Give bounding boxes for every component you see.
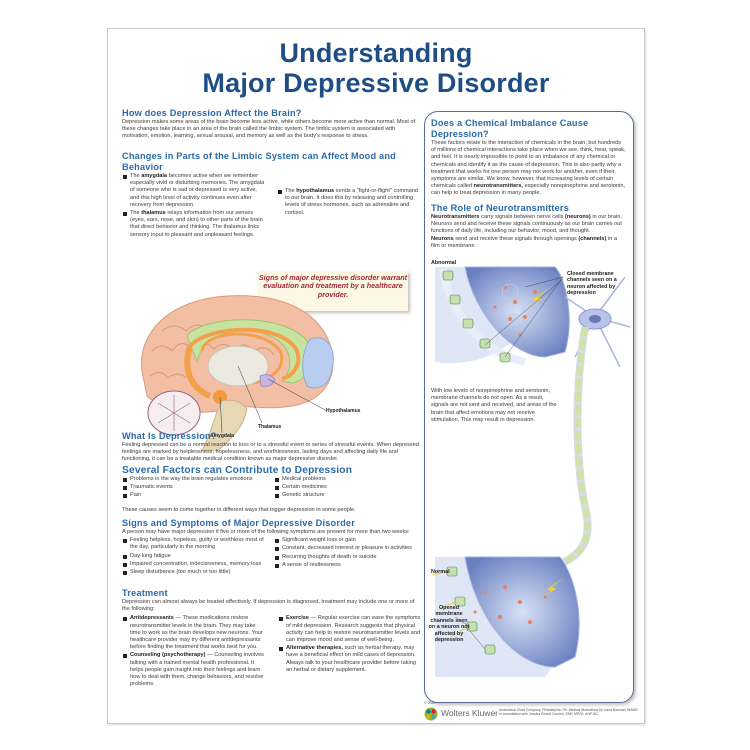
what-is-body: Feeling depressed can be a normal reacti… — [122, 442, 419, 463]
neurotransmitter-heading: The Role of Neurotransmitters — [431, 202, 570, 213]
factor-item: Pain — [122, 492, 270, 499]
brain-effect-body: Depression makes some areas of the brain… — [122, 119, 416, 140]
symptom-item: Constant, decreased interest or pleasure… — [274, 545, 422, 552]
neuron-illustration: Abnormal Closed membrane channels seen o… — [425, 257, 633, 697]
chemical-body: These factors relate to the interaction … — [431, 140, 626, 197]
credits: Anatomical Chart Company, Philadelphia, … — [499, 708, 639, 717]
treatment-section: Treatment Depression can almost always b… — [122, 588, 422, 689]
factor-item: Genetic structure — [274, 492, 422, 499]
treatment-intro: Depression can almost always be treated … — [122, 599, 415, 613]
symptoms-section: Signs and Symptoms of Major Depressive D… — [122, 518, 422, 577]
neurotransmitter-p2: Neurons send and receive these signals t… — [431, 236, 617, 250]
neurotransmitter-panel: Does a Chemical Imbalance Cause Depressi… — [424, 111, 634, 703]
copyright: © 2019 — [424, 701, 436, 705]
factors-list-right: Medical problems Certain medicines Genet… — [274, 476, 422, 501]
symptoms-list-left: Feeling helpless, hopeless, guilty or wo… — [122, 537, 270, 577]
symptom-item: Feeling helpless, hopeless, guilty or wo… — [122, 537, 270, 551]
symptom-item: Recurring thoughts of death or suicide — [274, 554, 422, 561]
factor-item: Certain medicines — [274, 484, 422, 491]
footer: © 2019 Wolters Kluwer Anatomical Chart C… — [424, 701, 639, 721]
brain-effect-section: How does Depression Affect the Brain? De… — [122, 108, 422, 141]
factor-item: Medical problems — [274, 476, 422, 483]
treatment-list-left: Antidepressants — These medications rest… — [122, 615, 266, 689]
factor-item: Problems in the way the brain regulates … — [122, 476, 270, 483]
limbic-section: Changes in Parts of the Limbic System ca… — [122, 151, 422, 240]
treatment-list-right: Exercise — Regular exercise can ease the… — [278, 615, 422, 689]
limbic-item-amygdala: The amygdala becomes active when we reme… — [122, 173, 267, 209]
brain-sagittal-image — [141, 295, 334, 452]
what-is-section: What Is Depression? Feeling depressed ca… — [122, 431, 422, 464]
label-closed-channels: Closed membrane channels seen on a neuro… — [567, 271, 617, 297]
symptom-item: Impaired concentration, indecisiveness, … — [122, 561, 270, 568]
label-abnormal: Abnormal — [431, 260, 457, 266]
treatment-item-counseling: Counseling (psychotherapy) — Counseling … — [122, 652, 266, 688]
label-amygdala: Amygdala — [210, 433, 234, 439]
limbic-list-right: The hypothalamus sends a "fight-or-fligh… — [277, 173, 422, 240]
factors-note: These causes seem to come together in di… — [122, 506, 356, 513]
symptom-item: Day-long fatigue — [122, 553, 270, 560]
title-line-1: Understanding — [279, 38, 473, 68]
limbic-item-thalamus: The thalamus relays information from our… — [122, 210, 267, 239]
factors-heading: Several Factors can Contribute to Depres… — [122, 465, 353, 476]
poster-title: Understanding Major Depressive Disorder — [108, 38, 644, 98]
label-opened-channels: Opened membrane channels seen on a neuro… — [428, 605, 470, 644]
poster: Understanding Major Depressive Disorder … — [107, 28, 645, 724]
neurotransmitter-p1: Neurotransmitters carry signals between … — [431, 213, 622, 235]
chemical-heading: Does a Chemical Imbalance Cause Depressi… — [431, 118, 589, 139]
limbic-item-hypothalamus: The hypothalamus sends a "fight-or-fligh… — [277, 188, 422, 217]
factors-section: Several Factors can Contribute to Depres… — [122, 465, 422, 514]
treatment-heading: Treatment — [122, 588, 168, 598]
symptoms-list-right: Significant weight loss or gain Constant… — [274, 537, 422, 577]
symptoms-intro: A person may have major depression if fi… — [122, 529, 410, 535]
low-levels-text: With low levels of norepinephrine and se… — [431, 388, 557, 423]
label-hypothalamus: Hypothalamus — [326, 408, 361, 414]
symptom-item: A sense of restlessness — [274, 562, 422, 569]
brain-illustration: Hypothalamus Thalamus Amygdala — [132, 291, 392, 452]
neuron-image — [432, 266, 631, 677]
symptoms-heading: Signs and Symptoms of Major Depressive D… — [122, 518, 356, 528]
brain-effect-heading: How does Depression Affect the Brain? — [122, 108, 302, 118]
factor-item: Traumatic events — [122, 484, 270, 491]
limbic-list-left: The amygdala becomes active when we reme… — [122, 173, 267, 240]
treatment-item-exercise: Exercise — Regular exercise can ease the… — [278, 615, 422, 644]
limbic-heading: Changes in Parts of the Limbic System ca… — [122, 151, 396, 172]
label-normal: Normal — [431, 569, 450, 575]
what-is-heading: What Is Depression? — [122, 431, 217, 441]
factors-list-left: Problems in the way the brain regulates … — [122, 476, 270, 501]
label-thalamus: Thalamus — [258, 424, 282, 430]
wolters-kluwer-logo-icon — [424, 707, 438, 721]
publisher-name: Wolters Kluwer — [441, 708, 498, 718]
symptom-item: Significant weight loss or gain — [274, 537, 422, 544]
symptom-item: Sleep disturbance (too much or too littl… — [122, 569, 270, 576]
treatment-item-antidepressants: Antidepressants — These medications rest… — [122, 615, 266, 651]
treatment-item-alternative: Alternative therapies, such as herbal th… — [278, 645, 422, 674]
title-line-2: Major Depressive Disorder — [202, 68, 550, 98]
